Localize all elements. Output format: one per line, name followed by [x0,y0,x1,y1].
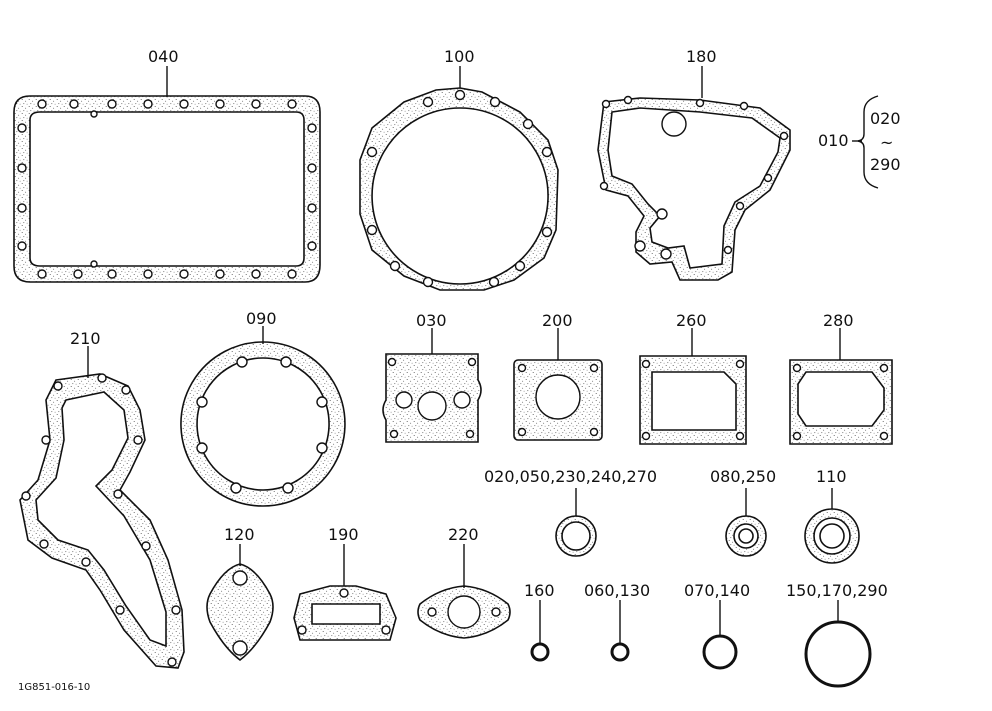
legend-range-tilde: ~ [880,133,893,152]
o-ring-060-130 [610,600,630,662]
gasket-180 [597,66,791,281]
gasket-220 [417,544,511,639]
gasket-120 [206,544,274,662]
gasket-210 [19,346,185,669]
label-060-130: 060,130 [584,581,650,600]
label-030: 030 [416,311,447,330]
o-ring-160 [530,600,550,662]
label-110: 110 [816,467,847,486]
gasket-090 [180,326,346,507]
label-150-170-290: 150,170,290 [786,581,888,600]
o-ring-150-170-290 [804,600,872,688]
footer-code: 1G851-016-10 [18,682,90,693]
label-070-140: 070,140 [684,581,750,600]
label-280: 280 [823,311,854,330]
label-100: 100 [444,47,475,66]
label-080-250: 080,250 [710,467,776,486]
gasket-190 [293,544,397,641]
gasket-030 [382,328,482,443]
seal-110 [804,488,860,564]
gasket-100 [359,66,559,291]
label-120: 120 [224,525,255,544]
label-180: 180 [686,47,717,66]
label-090: 090 [246,309,277,328]
gasket-260 [639,328,747,445]
label-210: 210 [70,329,101,348]
legend-range-start: 020 [870,109,901,128]
parts-range-legend: 010 020 ~ 290 [818,95,901,189]
o-ring-070-140 [702,600,738,670]
legend-main-label: 010 [818,131,849,150]
label-260: 260 [676,311,707,330]
label-220: 220 [448,525,479,544]
gasket-040 [13,66,321,283]
legend-range-end: 290 [870,155,901,174]
label-020-050-230-240-270: 020,050,230,240,270 [484,467,657,486]
seal-020-050-230-240-270 [555,488,597,557]
label-160: 160 [524,581,555,600]
label-190: 190 [328,525,359,544]
label-040: 040 [148,47,179,66]
gasket-200 [513,328,603,441]
gasket-280 [789,328,893,445]
seal-080-250 [725,488,767,557]
label-200: 200 [542,311,573,330]
